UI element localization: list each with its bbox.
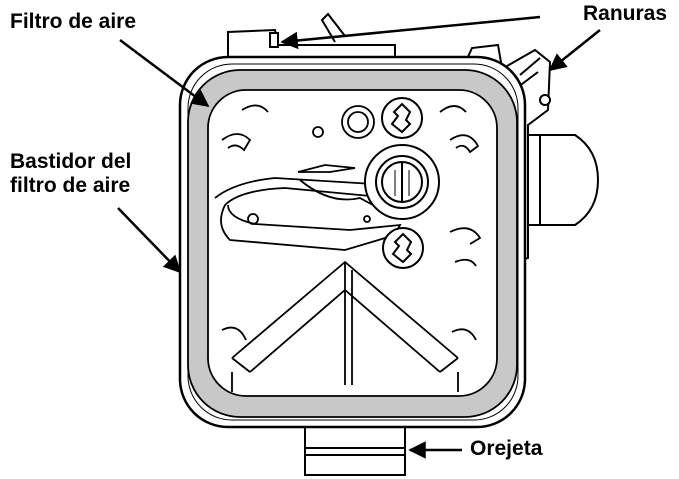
arrow-slots-right (548, 29, 601, 72)
tab-label: Orejeta (470, 437, 543, 460)
air-filter-label: Filtro de aire (10, 10, 137, 33)
lower-bolt (382, 227, 424, 269)
upper-bolt (381, 97, 423, 139)
air-filter-frame (178, 55, 527, 429)
arrow-air-filter (119, 39, 210, 108)
carburetor-throat (364, 144, 440, 220)
slots-label: Ranuras (583, 2, 668, 25)
filter-frame-label-line-1: Bastidor del (10, 150, 132, 173)
filter-frame-label-line-2: filtro de aire (10, 174, 131, 197)
back-plate (214, 104, 482, 392)
arrow-slots-top (280, 15, 541, 50)
arrow-filter-frame (117, 207, 182, 274)
filter-frame-label: Bastidor del filtro de aire (10, 150, 131, 198)
callout-arrows (117, 15, 601, 459)
